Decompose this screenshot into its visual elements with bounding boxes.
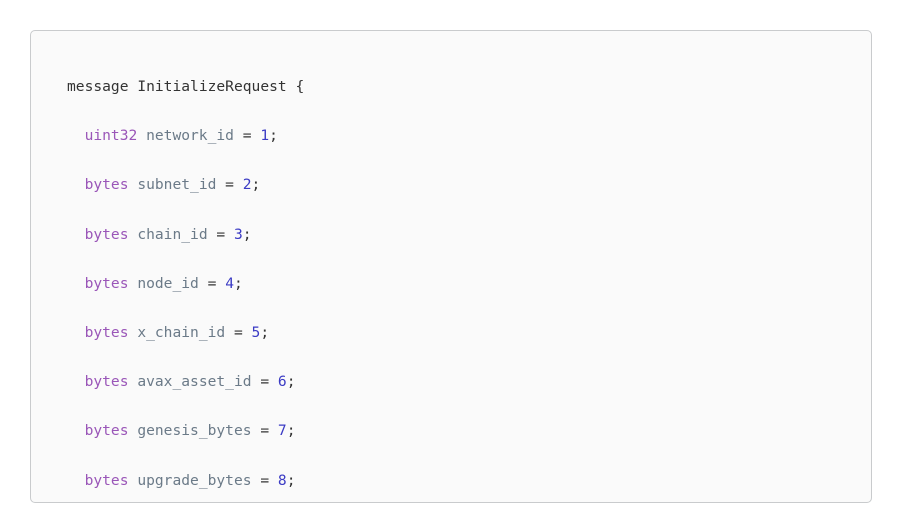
code-line: uint32 network_id = 1;	[67, 124, 871, 149]
code-line: bytes upgrade_bytes = 8;	[67, 469, 871, 494]
code-token-punct: =	[198, 274, 226, 292]
code-token-number: 7	[277, 422, 287, 440]
code-token-plain	[129, 275, 138, 292]
code-token-punct: ;	[260, 323, 270, 341]
code-token-punct: ;	[286, 422, 296, 440]
code-token-field: upgrade_bytes	[137, 471, 252, 489]
code-token-plain	[129, 226, 138, 243]
code-token-brace: {	[295, 78, 305, 95]
code-line: bytes genesis_bytes = 7;	[67, 419, 871, 444]
code-line: bytes x_chain_id = 5;	[67, 321, 871, 346]
code-token-number: 6	[277, 373, 287, 391]
code-token-number: 2	[242, 176, 252, 194]
code-token-number: 3	[233, 225, 243, 243]
code-token-plain	[129, 472, 138, 489]
code-block-body: message InitializeRequest { uint32 netwo…	[31, 31, 871, 502]
code-token-number: 1	[260, 127, 270, 145]
code-token-type: bytes	[84, 422, 129, 440]
code-block-card: message InitializeRequest { uint32 netwo…	[30, 30, 872, 503]
code-token-field: avax_asset_id	[137, 373, 252, 391]
code-token-punct: ;	[251, 176, 261, 194]
code-line: bytes subnet_id = 2;	[67, 173, 871, 198]
code-token-punct: ;	[233, 274, 243, 292]
code-token-number: 8	[277, 471, 287, 489]
code-token-field: subnet_id	[137, 176, 217, 194]
code-token-punct: ;	[242, 225, 252, 243]
code-token-plain	[129, 324, 138, 341]
code-token-punct: =	[233, 127, 261, 145]
code-token-field: network_id	[146, 127, 234, 145]
code-token-punct: =	[225, 323, 252, 341]
code-token-keyword: message	[67, 78, 129, 95]
code-token-punct: =	[251, 422, 278, 440]
code-token-field: node_id	[137, 274, 199, 292]
code-token-type: bytes	[84, 225, 129, 243]
code-token-punct: ;	[286, 373, 296, 391]
protobuf-code-listing[interactable]: message InitializeRequest { uint32 netwo…	[67, 75, 871, 502]
code-token-type: bytes	[84, 274, 129, 292]
code-token-type: bytes	[84, 373, 129, 391]
code-token-field: chain_id	[137, 225, 208, 243]
code-token-number: 5	[251, 323, 261, 341]
code-token-typename: InitializeRequest	[137, 78, 287, 95]
code-line: message InitializeRequest {	[67, 75, 871, 100]
code-token-type: bytes	[84, 471, 129, 489]
code-token-punct: =	[251, 471, 278, 489]
code-token-punct: =	[216, 176, 243, 194]
code-token-punct: ;	[286, 471, 296, 489]
code-line: bytes avax_asset_id = 6;	[67, 370, 871, 395]
code-token-type: uint32	[84, 127, 138, 145]
code-token-plain	[129, 422, 138, 439]
code-token-plain	[129, 78, 138, 95]
code-line: bytes node_id = 4;	[67, 272, 871, 297]
code-token-plain	[129, 373, 138, 390]
code-token-number: 4	[225, 274, 234, 292]
code-line: bytes chain_id = 3;	[67, 223, 871, 248]
code-token-field: x_chain_id	[137, 323, 226, 341]
code-token-type: bytes	[84, 323, 129, 341]
code-token-field: genesis_bytes	[137, 422, 252, 440]
code-token-plain	[129, 176, 138, 193]
code-token-plain	[137, 127, 146, 144]
code-token-punct: =	[251, 373, 278, 391]
code-token-punct: =	[207, 225, 234, 243]
code-token-punct: ;	[269, 127, 278, 145]
code-token-type: bytes	[84, 176, 129, 194]
